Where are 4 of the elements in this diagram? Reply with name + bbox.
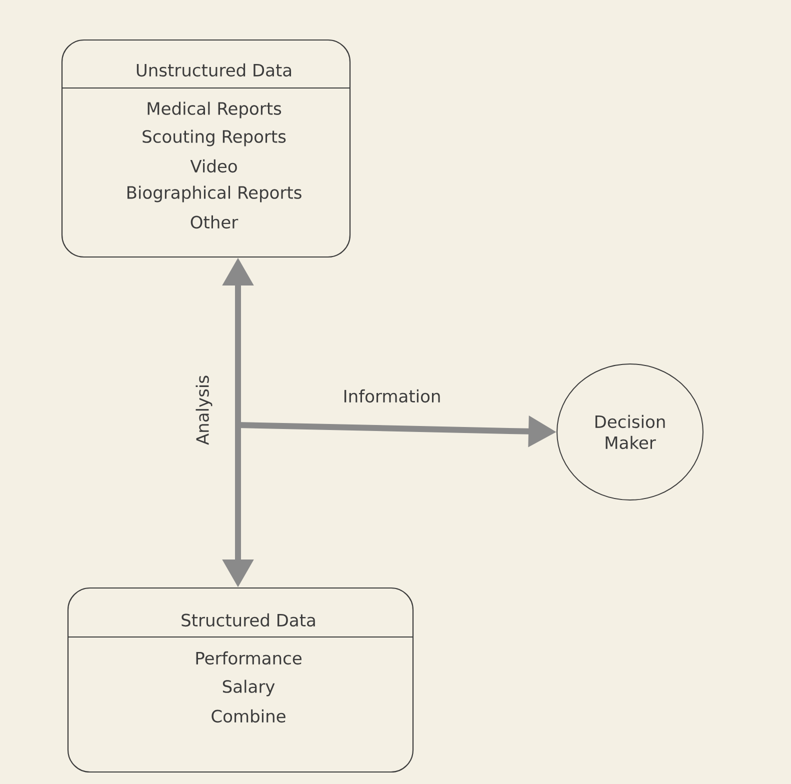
edge-label: Information (344, 389, 440, 403)
data-box: Structured Data Performance Salary Combine (67, 587, 414, 773)
edge-label: Analysis (196, 376, 212, 445)
data-box: Unstructured Data Medical Reports Scouting Reports Video Biographical Reports Other (61, 39, 351, 258)
